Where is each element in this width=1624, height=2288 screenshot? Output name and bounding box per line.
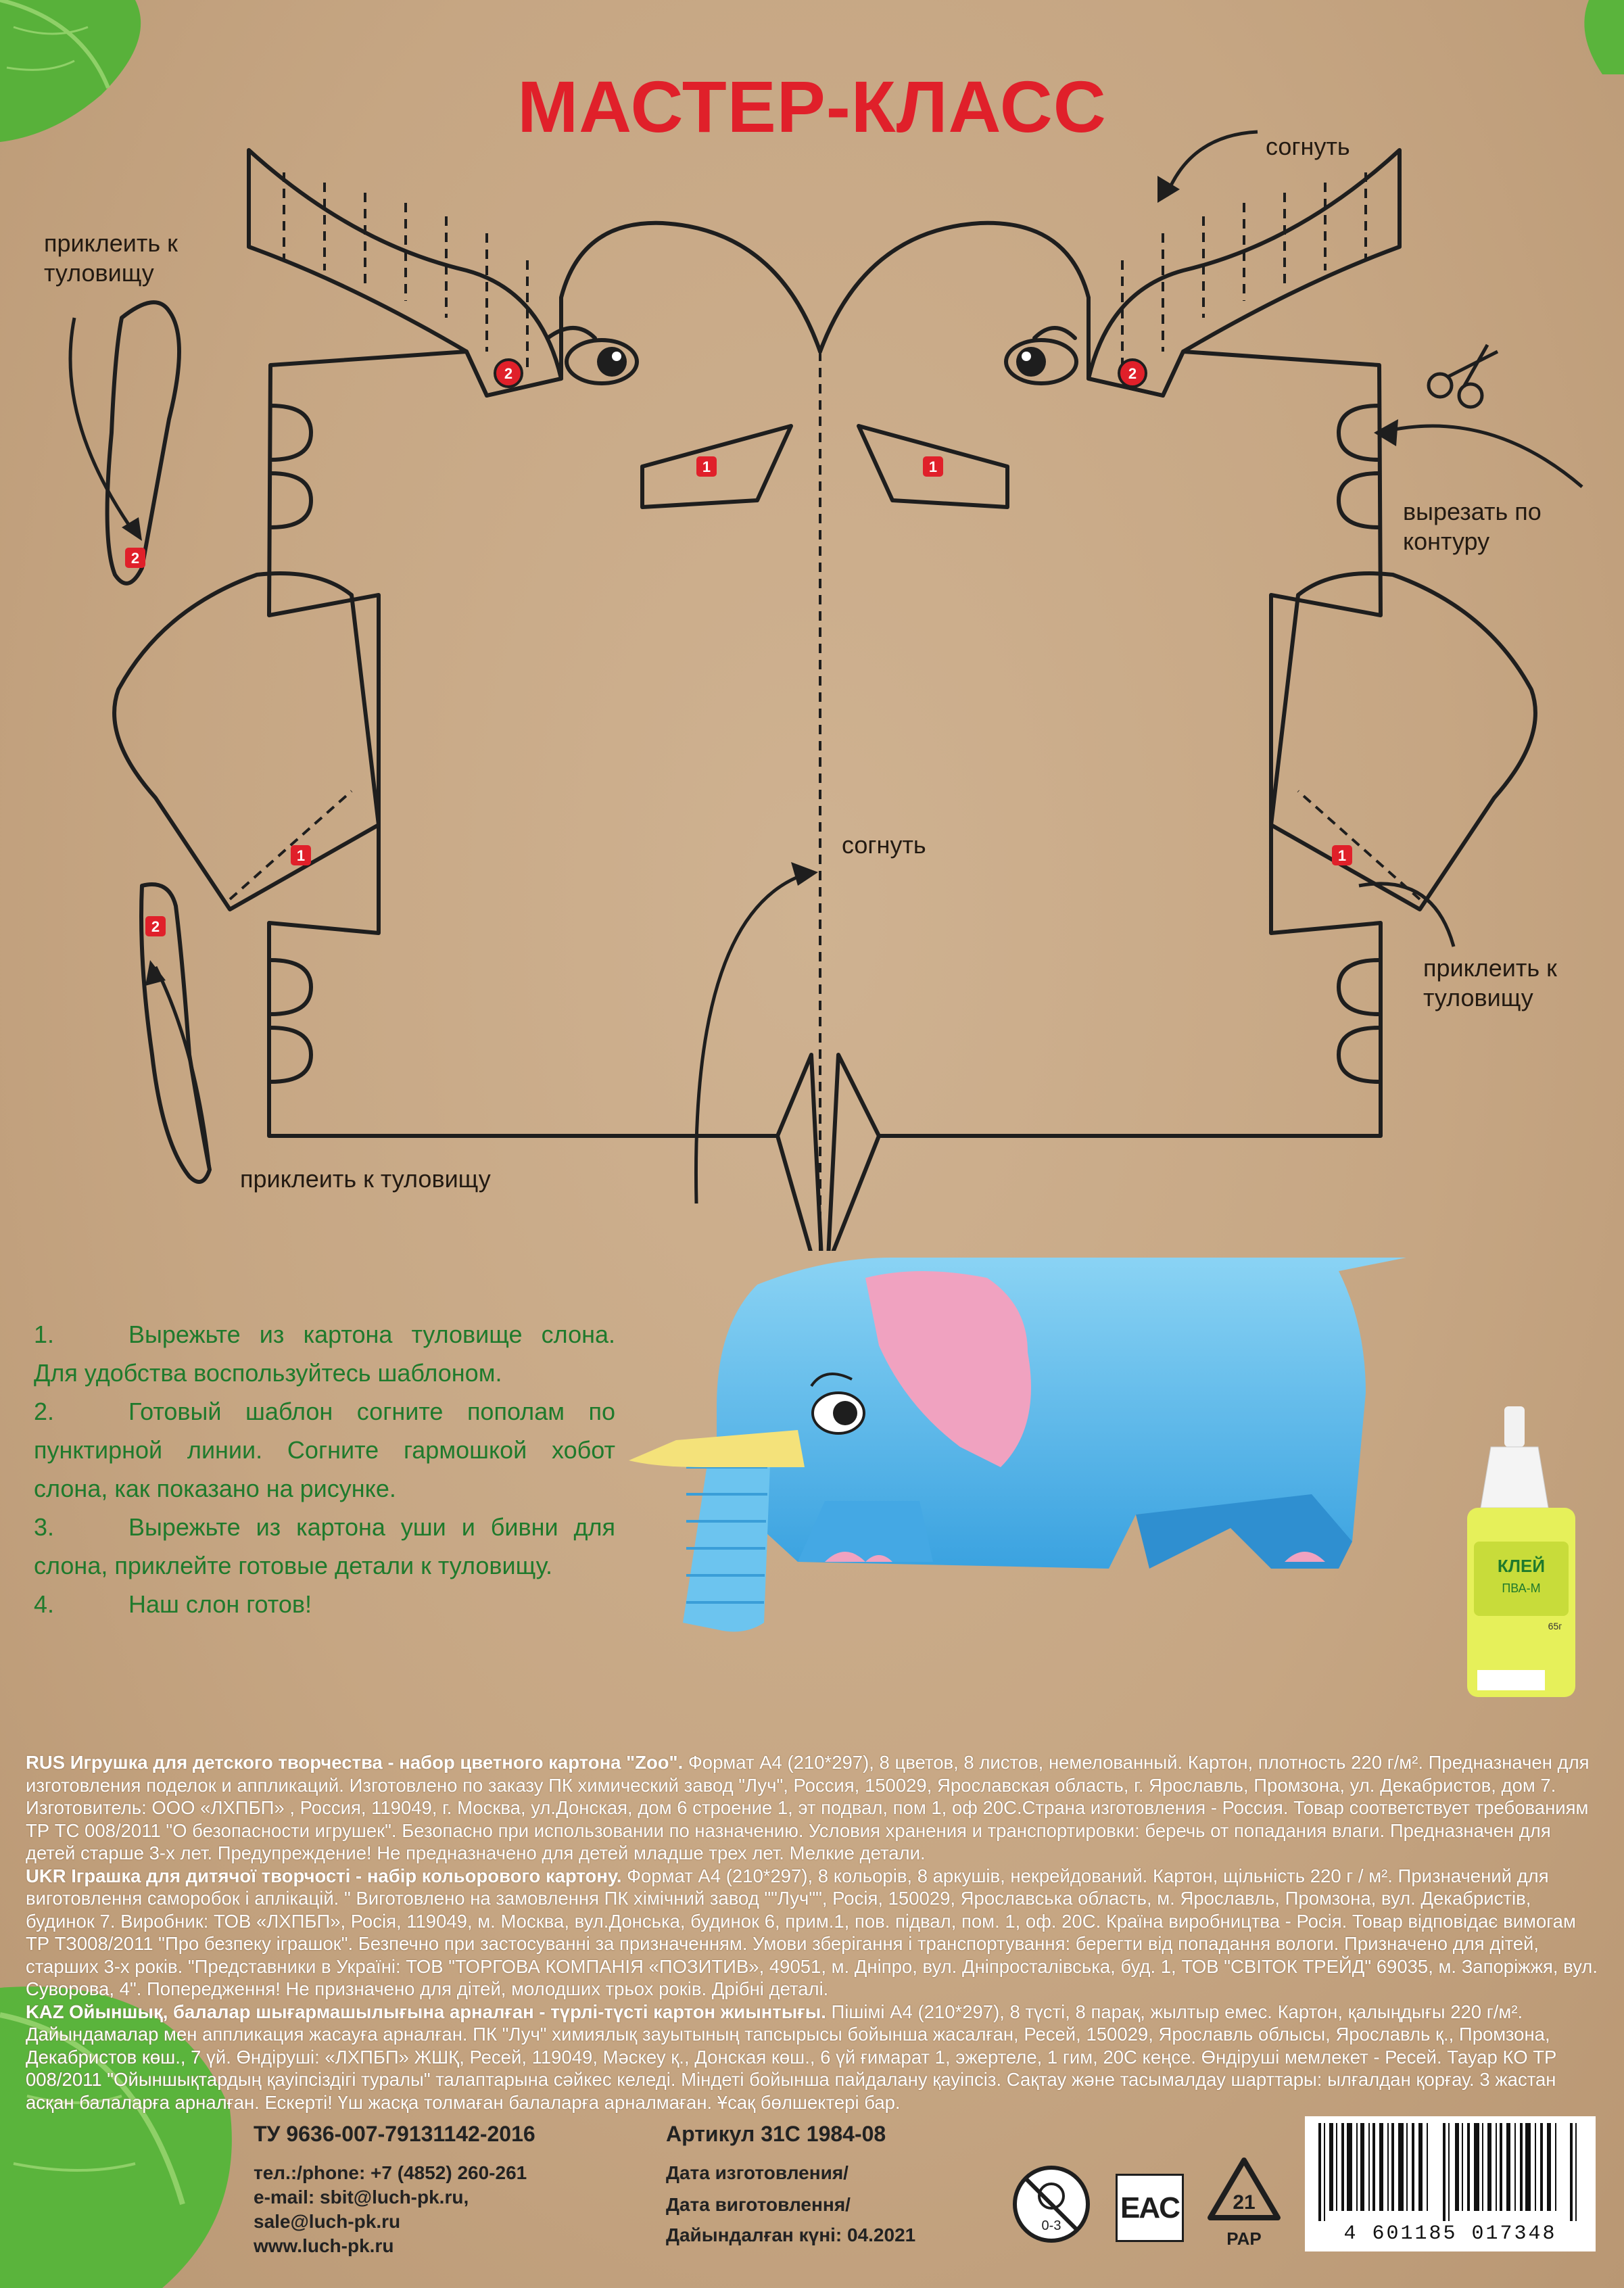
label-glue-bottom: приклеить к туловищу	[240, 1165, 491, 1193]
tu-number: ТУ 9636-007-79131142-2016	[254, 2122, 535, 2146]
age-mark: 0-3	[1042, 2218, 1061, 2233]
instructions: 1.Вырежьте из картона туловище слона. Дл…	[34, 1315, 615, 1623]
legal-kaz-head: KAZ Ойыншық, балалар шығармашылығына арн…	[26, 2001, 826, 2022]
glue-bottle-image: КЛЕЙ ПВА-М 65г	[1467, 1406, 1575, 1697]
ear-left	[112, 571, 381, 911]
label-glue-left-top: приклеить к туловищу	[44, 229, 178, 287]
svg-text:1: 1	[702, 458, 711, 475]
age-warning-icon: 0-3	[1013, 2166, 1090, 2243]
recycle-code: PAP	[1226, 2229, 1262, 2249]
glue-brand: КЛЕЙ	[1498, 1556, 1545, 1576]
svg-text:2: 2	[131, 550, 139, 567]
page-title: МАСТЕР-КЛАСС	[517, 66, 1107, 147]
website: www.luch-pk.ru	[254, 2235, 394, 2256]
label-bend-top: согнуть	[1266, 133, 1350, 160]
finished-elephant-image	[629, 1258, 1406, 1632]
legal-rus-body: Формат А4 (210*297), 8 цветов, 8 листов,…	[26, 1752, 1590, 1863]
recycle-number: 21	[1233, 2191, 1255, 2214]
body-left-outline	[267, 220, 822, 1251]
svg-text:1: 1	[1338, 847, 1346, 864]
date-label-3: Дайындалған күні: 04.2021	[666, 2224, 916, 2245]
ear-right	[1269, 571, 1537, 911]
legal-text: RUS Игрушка для детского творчества - на…	[26, 1751, 1601, 2114]
step-3: 3.Вырежьте из картона уши и бивни для сл…	[34, 1513, 615, 1579]
eac-text: EAC	[1120, 2191, 1180, 2224]
legal-ukr-body: Формат А4 (210*297), 8 кольорів, 8 аркуш…	[26, 1865, 1598, 2000]
email-1: e-mail: sbit@luch-pk.ru,	[254, 2187, 469, 2208]
svg-text:2: 2	[504, 365, 512, 382]
trunk-right	[1086, 148, 1402, 398]
date-label-2: Дата виготовлення/	[666, 2194, 851, 2215]
step-4: 4.Наш слон готов!	[34, 1590, 312, 1618]
eac-mark: EAC	[1116, 2174, 1184, 2242]
svg-text:2: 2	[1128, 365, 1137, 382]
label-cut: вырезать по контуру	[1403, 498, 1542, 555]
label-bend-center: согнуть	[842, 831, 926, 859]
article-number: Артикул 31С 1984-08	[666, 2122, 886, 2146]
barcode-number: 4 601185 017348	[1343, 2222, 1557, 2245]
glue-type: ПВА-М	[1502, 1581, 1540, 1595]
barcode-bars	[1318, 2123, 1577, 2221]
legal-kaz-body: Пішімі А4 (210*297), 8 түсті, 8 парақ, ж…	[26, 2001, 1557, 2113]
svg-text:1: 1	[297, 847, 305, 864]
svg-text:2: 2	[151, 918, 160, 935]
leaf-top-right-icon	[1584, 0, 1624, 74]
label-glue-right: приклеить к туловищу	[1423, 954, 1557, 1011]
step-2: 2.Готовый шаблон согните пополам по пунк…	[34, 1398, 615, 1502]
phone: тел.:/phone: +7 (4852) 260-261	[254, 2162, 527, 2183]
barcode: 4 601185 017348	[1305, 2116, 1596, 2251]
svg-text:1: 1	[929, 458, 937, 475]
legal-ukr-head: UKR Іграшка для дитячої творчості - набі…	[26, 1865, 622, 1886]
legal-rus-head: RUS Игрушка для детского творчества - на…	[26, 1752, 684, 1773]
date-label-1: Дата изготовления/	[666, 2162, 849, 2183]
scissors-icon	[1427, 343, 1499, 409]
leaf-top-left-icon	[0, 0, 141, 142]
email-2: sale@luch-pk.ru	[254, 2211, 401, 2232]
elephant-template: 2 2 1 1 1 1 2 2	[68, 130, 1583, 1251]
body-right-outline	[818, 220, 1383, 1251]
recycle-icon: 21 PAP	[1208, 2158, 1281, 2249]
step-1: 1.Вырежьте из картона туловище слона. Дл…	[34, 1320, 615, 1387]
trunk-left	[247, 148, 563, 398]
leaf-bottom-left-icon	[0, 1986, 232, 2288]
glue-weight: 65г	[1548, 1621, 1562, 1631]
